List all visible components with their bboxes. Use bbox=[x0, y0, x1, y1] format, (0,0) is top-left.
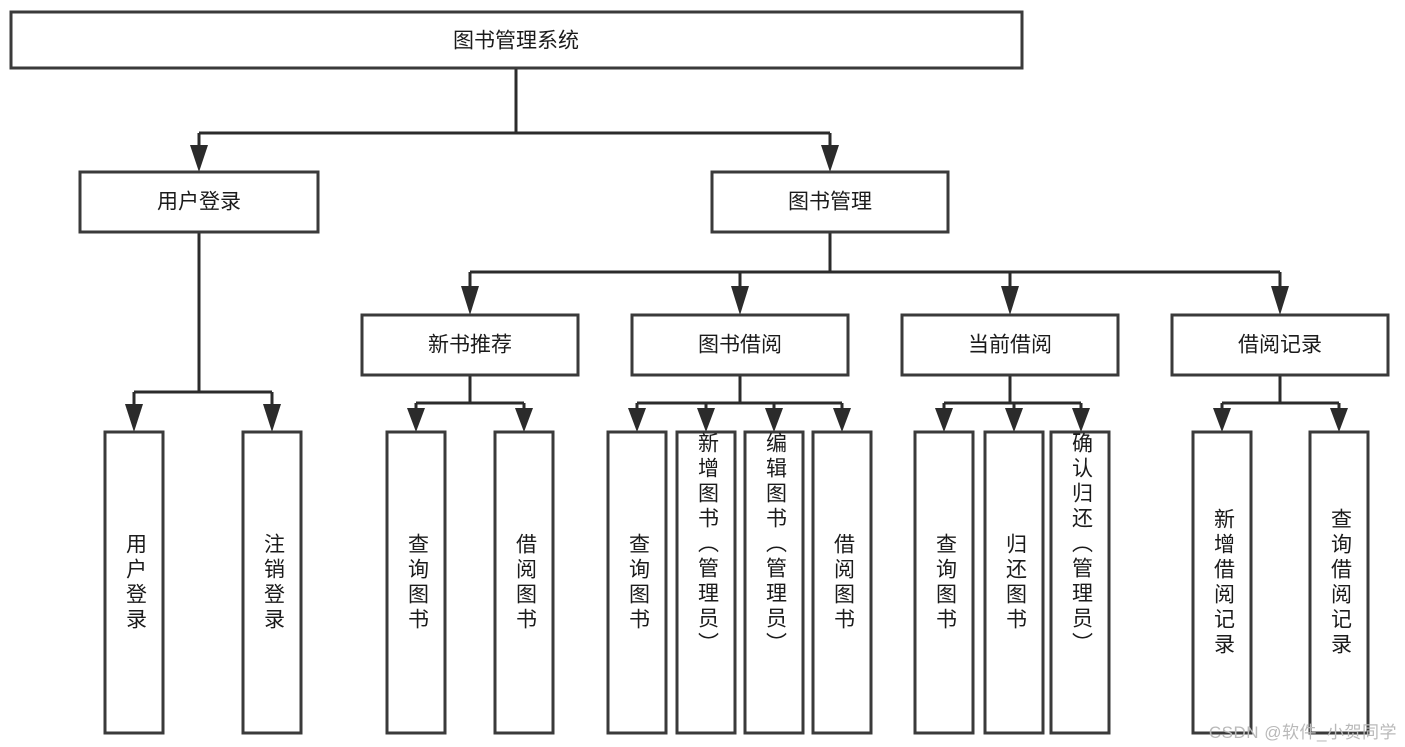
leaf-borrow-book-1-box[interactable] bbox=[493, 430, 555, 735]
arrowhead-borrow-record bbox=[1271, 286, 1289, 315]
node-root-label: 图书管理系统 bbox=[453, 30, 579, 53]
node-new-book-recommend-label: 新书推荐 bbox=[428, 334, 512, 357]
leaf-boxes bbox=[103, 430, 1370, 735]
leaf-query-record-box[interactable] bbox=[1308, 430, 1370, 735]
arrowhead-book-manage bbox=[821, 145, 839, 172]
node-current-borrow-box[interactable] bbox=[900, 313, 1120, 377]
node-borrow-record[interactable]: 借阅记录 bbox=[1170, 313, 1390, 377]
node-book-manage[interactable]: 图书管理 bbox=[710, 170, 950, 234]
leaf-query-book-1-box[interactable] bbox=[385, 430, 447, 735]
arrowhead-leaf-user-logout bbox=[263, 404, 281, 432]
leaf-return-book-box[interactable] bbox=[983, 430, 1045, 735]
connectors-current-borrow-to-leaves bbox=[935, 375, 1090, 432]
node-book-borrow-box[interactable] bbox=[630, 313, 850, 377]
node-current-borrow[interactable]: 当前借阅 bbox=[900, 313, 1120, 377]
arrowhead-leaf-borrow-book-2 bbox=[833, 408, 851, 432]
arrowhead-leaf-query-book-1 bbox=[407, 408, 425, 432]
node-current-borrow-label: 当前借阅 bbox=[968, 334, 1052, 357]
arrowhead-leaf-confirm-return bbox=[1072, 408, 1090, 432]
leaf-query-book-3-box[interactable] bbox=[913, 430, 975, 735]
arrowhead-leaf-add-record bbox=[1213, 408, 1231, 432]
leaf-add-record-box[interactable] bbox=[1191, 430, 1253, 735]
arrowhead-leaf-user-login bbox=[125, 404, 143, 432]
node-root[interactable]: 图书管理系统 bbox=[9, 10, 1024, 70]
node-new-book-recommend-box[interactable] bbox=[360, 313, 580, 377]
connectors-book-manage-to-level3 bbox=[461, 232, 1289, 315]
arrowhead-leaf-query-book-2 bbox=[628, 408, 646, 432]
node-new-book-recommend[interactable]: 新书推荐 bbox=[360, 313, 580, 377]
node-book-manage-label: 图书管理 bbox=[788, 191, 872, 214]
leaf-user-logout-box[interactable] bbox=[241, 430, 303, 735]
leaf-borrow-book-2-box[interactable] bbox=[811, 430, 873, 735]
leaf-confirm-return-box[interactable] bbox=[1049, 430, 1111, 735]
node-borrow-record-box[interactable] bbox=[1170, 313, 1390, 377]
connectors-user-login-to-leaves bbox=[125, 232, 281, 432]
node-user-login-box[interactable] bbox=[78, 170, 320, 234]
connectors-new-book-recommend-to-leaves bbox=[407, 375, 533, 432]
arrowhead-leaf-add-book bbox=[697, 408, 715, 432]
connectors-borrow-record-to-leaves bbox=[1213, 375, 1348, 432]
leaf-add-book-box[interactable] bbox=[675, 430, 737, 735]
node-book-borrow-label: 图书借阅 bbox=[698, 334, 782, 357]
arrowhead-leaf-return-book bbox=[1005, 408, 1023, 432]
connectors-book-borrow-to-leaves bbox=[628, 375, 851, 432]
node-borrow-record-label: 借阅记录 bbox=[1238, 334, 1322, 357]
node-book-borrow[interactable]: 图书借阅 bbox=[630, 313, 850, 377]
arrowhead-leaf-edit-book bbox=[765, 408, 783, 432]
node-book-manage-box[interactable] bbox=[710, 170, 950, 234]
leaf-user-login-box[interactable] bbox=[103, 430, 165, 735]
arrowhead-user-login bbox=[190, 145, 208, 172]
node-root-box[interactable] bbox=[9, 10, 1024, 70]
leaf-query-book-2-box[interactable] bbox=[606, 430, 668, 735]
connectors-root-to-level2 bbox=[190, 68, 839, 172]
arrowhead-leaf-query-record bbox=[1330, 408, 1348, 432]
arrowhead-new-book-recommend bbox=[461, 286, 479, 315]
node-user-login-label: 用户登录 bbox=[157, 191, 241, 214]
watermark: CSDN @软件_小贺同学 bbox=[1208, 723, 1397, 742]
node-user-login[interactable]: 用户登录 bbox=[78, 170, 320, 234]
arrowhead-current-borrow bbox=[1001, 286, 1019, 315]
arrowhead-book-borrow bbox=[731, 286, 749, 315]
arrowhead-leaf-query-book-3 bbox=[935, 408, 953, 432]
leaf-edit-book-box[interactable] bbox=[743, 430, 805, 735]
arrowhead-leaf-borrow-book-1 bbox=[515, 408, 533, 432]
